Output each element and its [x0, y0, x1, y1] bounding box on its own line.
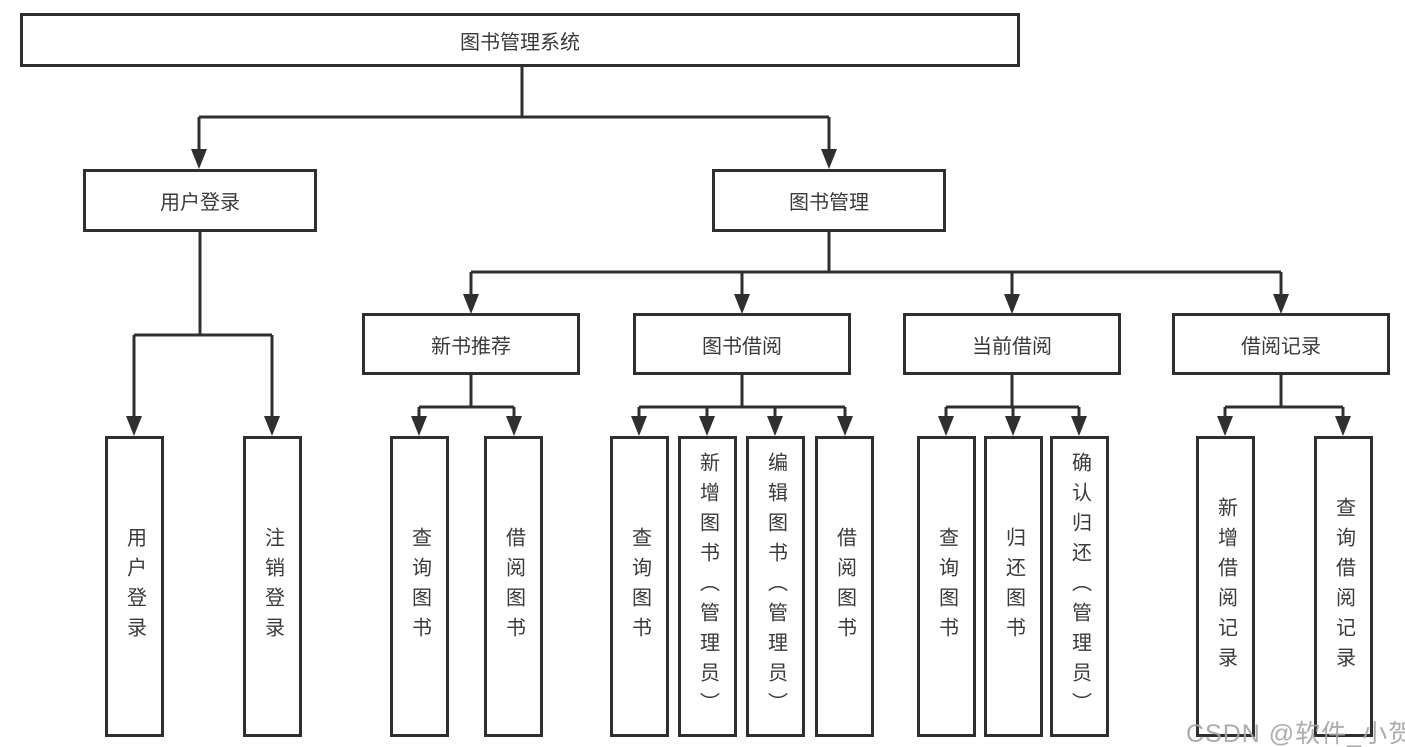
leaf-add-borrow-record: 新增借阅记录 — [1196, 436, 1255, 737]
leaf-return-books: 归还图书 — [984, 436, 1043, 737]
leaf-label: 注销登录 — [261, 526, 284, 647]
leaf-label: 用户登录 — [123, 526, 146, 647]
node-label: 用户登录 — [160, 192, 240, 214]
node-label: 图书管理 — [789, 192, 869, 214]
leaf-query-borrow-record: 查询借阅记录 — [1314, 436, 1373, 737]
leaf-label: 借阅图书 — [833, 526, 856, 647]
csdn-watermark: CSDN @软件_小贺同学 — [1186, 720, 1405, 747]
arrowhead-icons — [126, 149, 1351, 436]
leaf-label: 确认归还（管理员） — [1068, 451, 1091, 722]
leaf-label: 查询图书 — [408, 526, 431, 647]
leaf-user-login: 用户登录 — [105, 436, 164, 737]
node-label: 借阅记录 — [1241, 335, 1321, 358]
leaf-label: 归还图书 — [1002, 526, 1025, 647]
node-label: 图书管理系统 — [460, 31, 580, 54]
node-new-book-recommend: 新书推荐 — [362, 313, 580, 375]
node-label: 图书借阅 — [702, 335, 782, 358]
node-borrow-records: 借阅记录 — [1172, 313, 1390, 375]
node-book-borrow: 图书借阅 — [633, 313, 851, 375]
leaf-query-books: 查询图书 — [917, 436, 976, 737]
node-label: 当前借阅 — [972, 335, 1052, 358]
leaf-label: 查询图书 — [935, 526, 958, 647]
node-library-system: 图书管理系统 — [20, 13, 1020, 67]
leaf-logout: 注销登录 — [243, 436, 302, 737]
leaf-label: 编辑图书（管理员） — [764, 451, 787, 722]
leaf-borrow-books: 借阅图书 — [815, 436, 874, 737]
leaf-add-books-admin: 新增图书（管理员） — [678, 436, 737, 737]
leaf-label: 新增图书（管理员） — [696, 451, 719, 722]
leaf-label: 查询图书 — [628, 526, 651, 647]
leaf-confirm-return-admin: 确认归还（管理员） — [1050, 436, 1109, 737]
leaf-label: 新增借阅记录 — [1214, 496, 1237, 677]
node-user-login: 用户登录 — [83, 169, 317, 232]
node-book-management: 图书管理 — [712, 169, 946, 232]
leaf-label: 借阅图书 — [502, 526, 525, 647]
node-current-borrow: 当前借阅 — [903, 313, 1121, 375]
leaf-borrow-books: 借阅图书 — [484, 436, 543, 737]
leaf-query-books: 查询图书 — [610, 436, 669, 737]
leaf-label: 查询借阅记录 — [1332, 496, 1355, 677]
leaf-query-books: 查询图书 — [390, 436, 449, 737]
node-label: 新书推荐 — [431, 335, 511, 358]
leaf-edit-books-admin: 编辑图书（管理员） — [746, 436, 805, 737]
